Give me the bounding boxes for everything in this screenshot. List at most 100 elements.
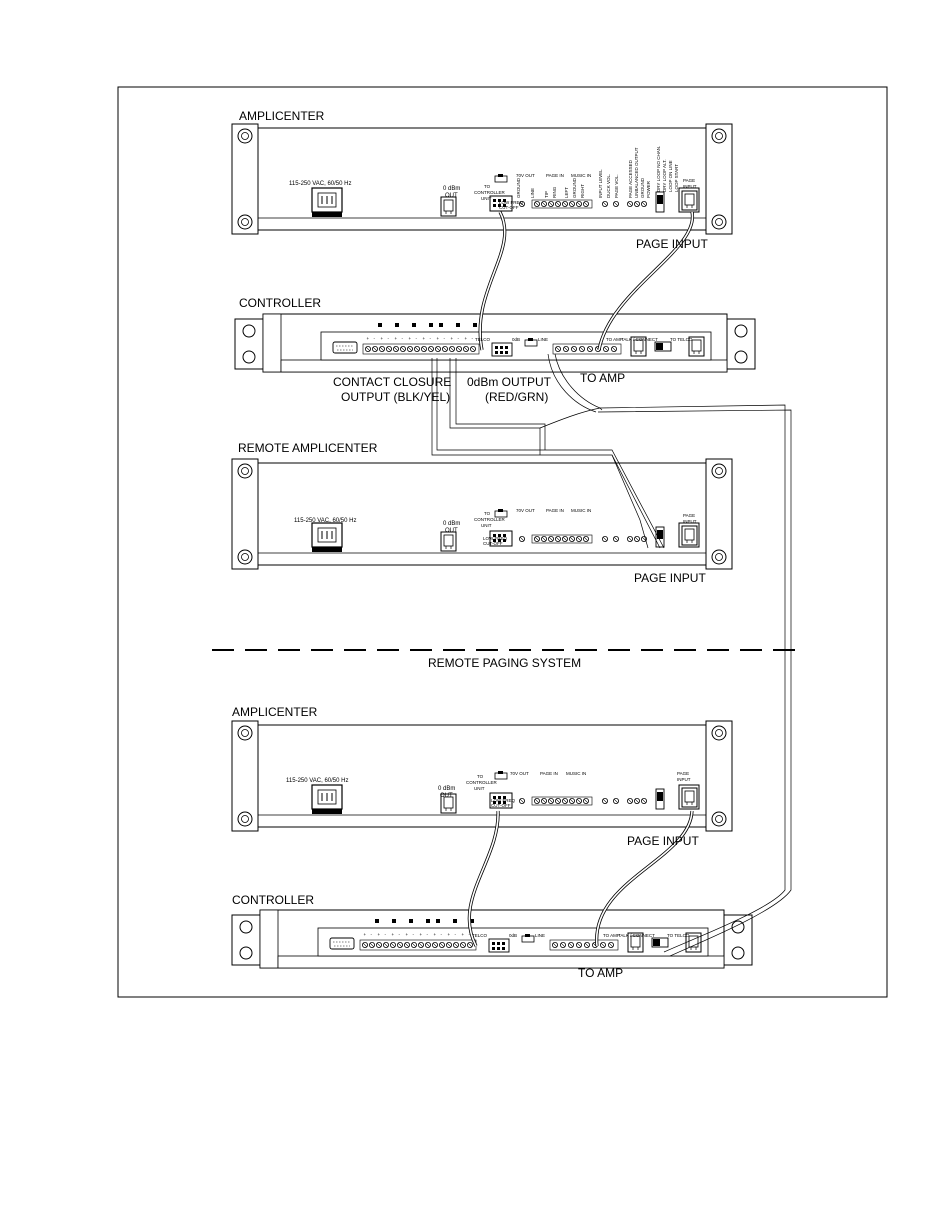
to-amp-label-top: TO AMP [580,371,625,385]
low-freq-label-2: CUT-OFF [491,803,511,808]
mode-small-label: TALK / CONNECT [621,337,658,342]
controller-bottom-label: CONTROLLER [232,893,314,907]
page-input-small-label: PAGE [677,771,689,776]
term-label: LOOP ON LINE [668,160,673,192]
term-label: DRY LOOP NO CHAN. [656,146,661,192]
polarity-mark: - [388,336,390,341]
remote-paging-system-label: REMOTE PAGING SYSTEM [428,656,581,670]
odbm-out-label: 0 dBm [443,521,460,527]
contact-closure-label-1: CONTACT CLOSURE [333,375,451,389]
polarity-mark: + [420,932,423,937]
power-rating-label: 115-250 VAC, 60/50 Hz [286,778,348,784]
out-small-label: TO TELCO [670,337,693,342]
controller-bottom-polarity-marks: +-+-+-+-+-+-+-+- [364,932,471,937]
term-label: UNBALANCED OUTPUT [634,147,639,198]
out-70v-label: 70V OUT [516,173,535,178]
polarity-mark: + [434,932,437,937]
remote-amplicenter-unit [232,459,732,569]
term-label: LINE [530,188,535,198]
odbm-out-label-2: OUT [445,193,458,199]
out-70v-label: 70V OUT [510,771,529,776]
controller-top-panel-text: 0dB LINE TO AMP TALK / CONNECT TO TELCO … [475,337,693,342]
remote-amplicenter-label: REMOTE AMPLICENTER [238,441,378,455]
diagram-frame [117,86,888,998]
polarity-mark: - [458,336,460,341]
to-controller-label-3: UNIT [481,196,492,201]
remote-amplicenter-panel-text: 115-250 VAC, 60/50 Hz 0 dBm OUT TO CONTR… [294,508,697,546]
controller-top-polarity-marks: +-+-+-+-+-+-+-+- [367,336,474,341]
polarity-mark: + [465,336,468,341]
music-in-label: MUSIC IN [571,508,591,513]
page-input-small-label: PAGE [683,513,695,518]
polarity-mark: + [392,932,395,937]
odbm-out-label-2: OUT [440,793,453,799]
power-rating-label: 115-250 VAC, 60/50 Hz [289,181,351,187]
to-controller-label: TO [484,184,491,189]
polarity-mark: - [374,336,376,341]
page-input-small-label-2: INPUT [683,184,697,189]
polarity-mark: - [399,932,401,937]
amplicenter-bottom-panel-text: 115-250 VAC, 60/50 Hz 0 dBm OUT TO CONTR… [286,771,691,808]
polarity-mark: + [451,336,454,341]
music-in-label: MUSIC IN [566,771,586,776]
term-label: RING [552,186,557,198]
controller-bottom-panel-text: 0dB LINE TO AMP TALK / CONNECT TO TELCO … [472,933,690,938]
page-input-small-label-2: INPUT [683,519,697,524]
odbm-output-label-1: 0dBm OUTPUT [467,375,552,389]
interconnect-cables [431,211,792,957]
polarity-mark: - [472,336,474,341]
term-label: INPUT LEVEL [598,169,603,198]
to-controller-label-2: CONTROLLER [474,517,506,522]
to-controller-label-2: CONTROLLER [474,190,506,195]
odbm-output-label-2: (RED/GRN) [485,390,548,404]
polarity-mark: + [462,932,465,937]
polarity-mark: + [437,336,440,341]
to-controller-label: TO [477,774,484,779]
polarity-mark: + [364,932,367,937]
polarity-mark: - [416,336,418,341]
to-controller-label-2: CONTROLLER [466,780,498,785]
out-small-label: TO TELCO [667,933,690,938]
odbm-out-label-2: OUT [445,528,458,534]
polarity-mark: - [444,336,446,341]
polarity-mark: - [455,932,457,937]
term-label: RIGHT [580,184,585,198]
term-label: PAGE ACCESSED [628,159,633,198]
term-label: DUCK VOL. [606,174,611,198]
power-rating-label: 115-250 VAC, 60/50 Hz [294,518,356,524]
polarity-mark: - [402,336,404,341]
mode-small-label: TALK / CONNECT [618,933,655,938]
to-controller-label: TO [484,511,491,516]
low-freq-label: LOW FREQ [499,200,524,205]
odb-small-label: 0dB [509,933,517,938]
controller-top-label: CONTROLLER [239,296,321,310]
term-label: DRY LOOP ALT. [662,159,667,192]
term-label: POWER [646,180,651,198]
line-small-label: LINE [535,933,545,938]
page-input-label-bottom: PAGE INPUT [627,834,699,848]
term-label: LOOP START [674,164,679,192]
to-controller-label-3: UNIT [474,786,485,791]
page-input-small-label: PAGE [683,178,695,183]
to-amp-label-bottom: TO AMP [578,966,623,980]
polarity-mark: + [381,336,384,341]
low-freq-label-2: CUT-OFF [499,205,519,210]
low-freq-label: LOW FREQ [491,798,516,803]
to-amp-small-label: TO AMP [606,337,623,342]
out-70v-label: 70V OUT [516,508,535,513]
polarity-mark: + [378,932,381,937]
polarity-mark: - [385,932,387,937]
term-label: GROUND [516,177,521,198]
polarity-mark: - [413,932,415,937]
polarity-mark: + [423,336,426,341]
polarity-mark: - [469,932,471,937]
term-label: PAGE VOL. [614,174,619,198]
controller-bottom-unit [232,910,752,968]
polarity-mark: - [427,932,429,937]
amplicenter-top-label: AMPLICENTER [239,109,325,123]
polarity-mark: - [371,932,373,937]
telco-small-label: TELCO [475,337,491,342]
page-in-label: PAGE IN [546,173,564,178]
term-label: GROUND [640,177,645,198]
